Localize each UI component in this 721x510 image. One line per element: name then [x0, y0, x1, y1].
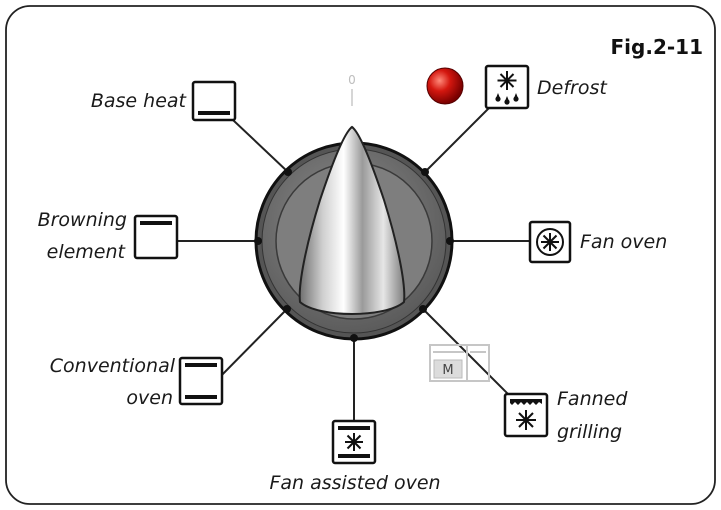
defrost-icon	[484, 64, 530, 110]
timer-m-icon: M	[429, 344, 490, 382]
knob-zero-mark: 0	[348, 73, 356, 87]
label-grilling: grilling	[557, 421, 622, 443]
indicator-light	[426, 67, 464, 105]
conventional-oven-icon	[178, 356, 224, 406]
knob-pointer	[298, 125, 406, 315]
fanned-grilling-icon	[503, 392, 549, 438]
label-fan-assisted-oven: Fan assisted oven	[269, 472, 440, 494]
figure-label: Fig.2-11	[611, 35, 703, 59]
label-fan-oven: Fan oven	[580, 231, 667, 253]
label-element: element	[47, 241, 127, 263]
svg-text:M: M	[442, 363, 453, 378]
fan-oven-icon	[528, 220, 572, 264]
label-conventional: Conventional	[50, 355, 176, 377]
label-base-heat: Base heat	[91, 90, 188, 112]
browning-element-icon	[133, 214, 179, 260]
selector-knob[interactable]	[254, 125, 454, 342]
fan-assisted-oven-icon	[331, 419, 377, 465]
label-defrost: Defrost	[537, 77, 608, 99]
label-oven: oven	[126, 387, 173, 409]
label-fanned: Fanned	[557, 388, 628, 410]
base-heat-icon	[191, 80, 237, 122]
label-browning: Browning	[38, 209, 127, 231]
